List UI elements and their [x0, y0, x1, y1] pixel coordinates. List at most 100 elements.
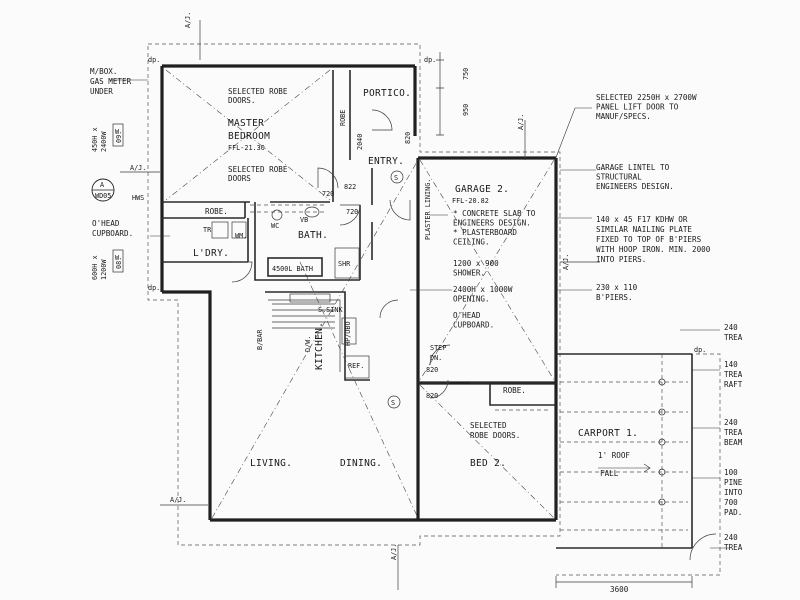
wall-kitchen-bench-inner — [268, 299, 341, 372]
lbl-wd05-top: A — [100, 181, 104, 189]
lbl-mbox-2: GAS METER — [90, 77, 132, 86]
note-line: 230 x 110 — [596, 283, 638, 292]
note-line: * PLASTERBOARD — [453, 228, 517, 237]
window-tag-09 — [112, 123, 124, 147]
lbl-roof-fall-1: 1' ROOF — [598, 451, 630, 460]
lbl-dp-carport: dp. — [694, 346, 706, 354]
diag-house-1 — [211, 159, 419, 519]
note-line: 240 — [724, 323, 738, 332]
note-line: 2400H x 1000W — [453, 285, 513, 294]
lbl-robe-doors-a2: DOORS. — [228, 96, 255, 105]
note-line: PANEL LIFT DOOR TO — [596, 103, 679, 112]
room-portico: PORTICO. — [363, 88, 411, 99]
carport-dashed — [556, 353, 721, 576]
lbl-wd05-bottom: WD05 — [95, 192, 111, 200]
lbl-grid-aj-1: A/J. — [184, 12, 192, 28]
lbl-win-top-n: 09. — [115, 131, 123, 143]
lbl-mbox-3: UNDER — [90, 87, 113, 96]
diag-bed2 — [419, 384, 555, 519]
lbl-win-top-w: W — [115, 128, 120, 136]
lbl-dim-820-bed: 820 — [426, 392, 438, 400]
door-carport — [689, 533, 717, 561]
lbl-win-top-2: 2400W — [100, 131, 108, 152]
lbl-tr: TR — [203, 226, 212, 234]
note-line: CEILING. — [453, 238, 490, 247]
lbl-bar: B/BAR — [256, 329, 264, 350]
diag-garage-1 — [419, 159, 555, 381]
lbl-win-bot-n: 08. — [115, 257, 123, 269]
window-tag-08 — [112, 249, 124, 273]
lbl-dp-bl: dp. — [148, 284, 160, 292]
note-line: INTO — [724, 488, 743, 497]
door-entry — [389, 199, 411, 221]
cooktop — [341, 317, 357, 345]
note-line: TREA — [724, 333, 743, 342]
lbl-wc: WC — [271, 222, 279, 230]
lbl-win-bot-1: 600H x — [91, 255, 99, 280]
lbl-win-bot-w: W — [115, 254, 120, 262]
lbl-grid-aj-3: A/J. — [130, 164, 146, 172]
note-line: B'PIERS. — [596, 293, 633, 302]
note-line: 140 x 45 F17 KDHW OR — [596, 215, 688, 224]
diag-house-2 — [299, 261, 419, 519]
door-portico — [371, 109, 393, 131]
lbl-grid-aj-5: A/J. — [170, 496, 186, 504]
lbl-wm: WM. — [235, 232, 247, 240]
leader-right-edge — [680, 329, 730, 549]
note-line: FIXED TO TOP OF B'PIERS — [596, 235, 702, 244]
room-garage: GARAGE 2. — [455, 184, 509, 195]
lbl-win-bot-2: 1200W — [100, 259, 108, 280]
note-line: 140 — [724, 360, 738, 369]
room-dining: DINING. — [340, 458, 382, 469]
door-garage-side — [379, 299, 399, 319]
lbl-shr: SHR — [338, 260, 351, 268]
room-living: LIVING. — [250, 458, 292, 469]
note-line: SHOWER. — [453, 269, 485, 278]
note-line: 240 — [724, 418, 738, 427]
wall-west-lower — [162, 290, 212, 520]
lbl-ssink: S.SINK — [318, 306, 343, 314]
laundry-tub — [211, 221, 229, 239]
lbl-dn: DN. — [430, 354, 442, 362]
wall-bed2-robe — [489, 383, 556, 406]
carport-post — [658, 498, 666, 506]
dim-line-top — [436, 52, 444, 136]
lbl-robe-master: ROBE. — [205, 207, 228, 216]
room-bath: BATH. — [298, 230, 328, 241]
note-line: TREA — [724, 543, 743, 552]
note-line: 100 — [724, 468, 738, 477]
lbl-robe-vertical: ROBE — [339, 110, 347, 126]
room-carport: CARPORT 1. — [578, 428, 638, 439]
lbl-grid-aj-4: A/J. — [562, 254, 570, 270]
lbl-robe-doors-b2: DOORS — [228, 174, 251, 183]
note-line: STRUCTURAL — [596, 173, 642, 182]
fridge-space — [344, 355, 370, 379]
lbl-dim-822-a: 822 — [344, 183, 356, 191]
note-line: GARAGE LINTEL TO — [596, 163, 670, 172]
sink-bowls — [289, 293, 331, 303]
note-line: 240 — [724, 533, 738, 542]
lbl-robe-bed2: ROBE. — [503, 386, 526, 395]
note-line: ENGINEERS DESIGN. — [596, 182, 674, 191]
lbl-grid-aj-2: A/J. — [517, 114, 525, 130]
carport-posts — [658, 378, 666, 506]
note-line: CUPBOARD. — [453, 321, 494, 330]
vanity-basin — [304, 206, 320, 218]
lbl-ref: REF. — [348, 362, 364, 370]
lbl-hp-ubo: HP/UBO — [344, 321, 352, 346]
note-line: MANUF/SPECS. — [596, 112, 651, 121]
room-master-ffl: FFL-21.30 — [228, 144, 265, 152]
room-garage-ffl: FFL-20.82 — [452, 197, 489, 205]
note-line: PAD. — [724, 508, 742, 517]
note-line: * CONCRETE SLAB TO — [453, 209, 536, 218]
carport-post — [658, 438, 666, 446]
lbl-step: STEP — [430, 344, 446, 352]
lbl-s-2: S — [391, 399, 395, 407]
note-line: OPENING. — [453, 295, 490, 304]
note-line: WITH HOOP IRON. MIN. 2000 — [596, 245, 711, 254]
lbl-mbox-1: M/BOX. — [90, 67, 117, 76]
